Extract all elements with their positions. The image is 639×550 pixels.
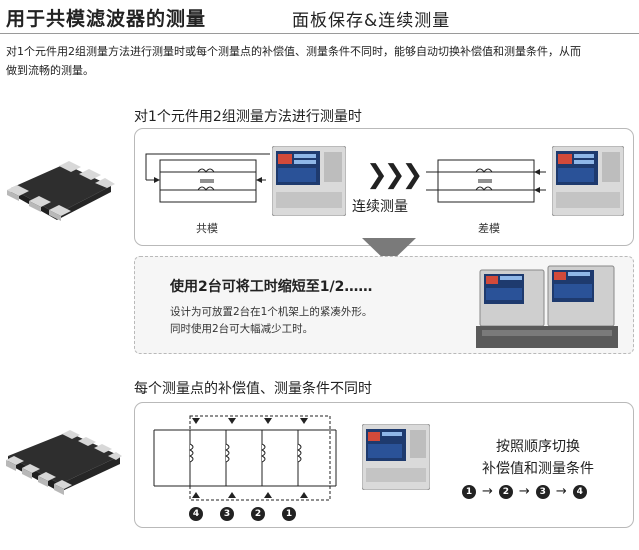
label-common-mode: 共模 <box>196 222 218 235</box>
switch-sequence-line-2: 补偿值和测量条件 <box>482 461 594 477</box>
callout-headline: 使用2台可将工时缩短至1/2…… <box>170 279 373 295</box>
multi-point-circuit-diagram <box>150 410 340 506</box>
section1-box <box>134 128 634 246</box>
sequence-step-4: 4 <box>572 484 587 499</box>
chevron-right-icon: ❯❯❯ <box>366 160 423 190</box>
down-arrow-icon <box>362 238 416 264</box>
point-marker-4: 4 <box>189 507 203 521</box>
common-mode-circuit-diagram <box>142 150 270 210</box>
section2-title: 每个测量点的补偿值、测量条件不同时 <box>134 381 372 397</box>
arrow-right-icon: → <box>555 484 567 499</box>
point-marker-1: 1 <box>282 507 296 521</box>
differential-mode-circuit-diagram <box>426 150 552 210</box>
rack-instruments-image <box>470 262 620 350</box>
instrument-image-2 <box>552 146 624 216</box>
callout-line-2: 同时使用2台可大幅减少工时。 <box>170 323 314 335</box>
page-title: 用于共模滤波器的测量 <box>6 8 207 30</box>
chip-image-6pin <box>3 158 115 222</box>
switch-sequence-text: 按照顺序切换 补偿值和测量条件 <box>448 436 628 480</box>
instrument-image-3 <box>362 424 430 490</box>
point-marker-3: 3 <box>220 507 234 521</box>
sequence-step-2: 2 <box>498 484 513 499</box>
instrument-image-1 <box>272 146 346 216</box>
sequence-row: 1 → 2 → 3 → 4 <box>462 484 587 499</box>
point-marker-2: 2 <box>251 507 265 521</box>
arrow-right-icon: → <box>518 484 530 499</box>
callout-line-1: 设计为可放置2台在1个机架上的紧凑外形。 <box>170 306 373 318</box>
description-line-1: 对1个元件用2组测量方法进行测量时或每个测量点的补偿值、测量条件不同时，能够自动… <box>6 45 581 58</box>
sequence-step-1: 1 <box>462 484 476 499</box>
page-subtitle: 面板保存&连续测量 <box>292 11 451 31</box>
header-divider <box>0 33 639 34</box>
continuous-measure-label: 连续测量 <box>352 199 408 215</box>
description: 对1个元件用2组测量方法进行测量时或每个测量点的补偿值、测量条件不同时，能够自动… <box>6 42 634 80</box>
section1-title: 对1个元件用2组测量方法进行测量时 <box>134 109 362 125</box>
arrow-right-icon: → <box>482 484 493 499</box>
description-line-2: 做到流畅的测量。 <box>6 64 94 77</box>
sequence-step-3: 3 <box>535 484 550 499</box>
chip-image-8pin <box>2 426 122 502</box>
switch-sequence-line-1: 按照顺序切换 <box>496 439 580 455</box>
label-differential-mode: 差模 <box>478 222 500 235</box>
